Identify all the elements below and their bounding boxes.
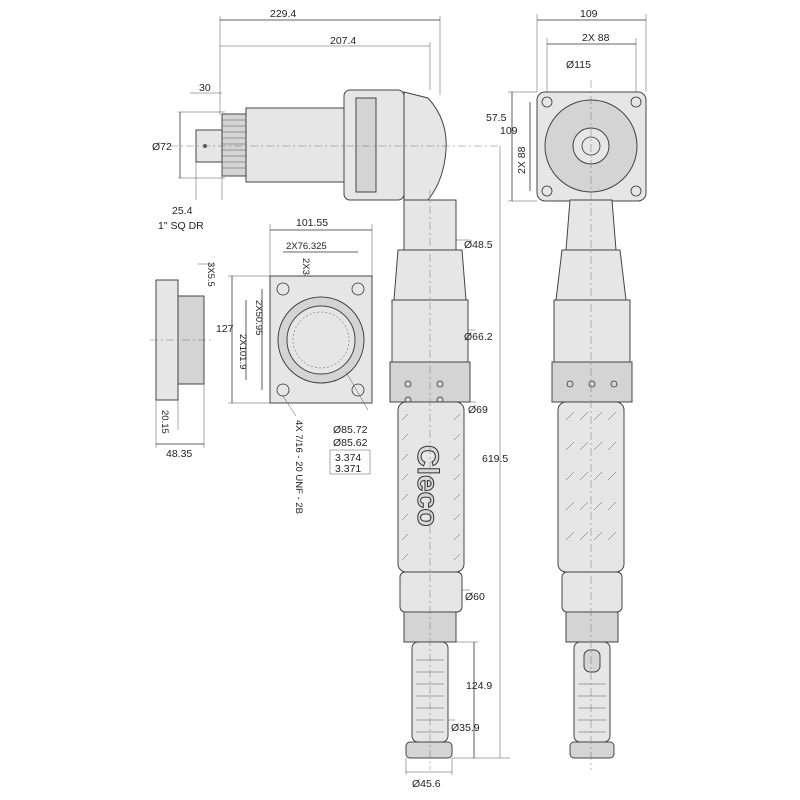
dim-side-depth: 48.35 xyxy=(166,448,192,460)
dim-pilot-in-2: 3.371 xyxy=(335,463,361,475)
dim-body-dia: Ø66.2 xyxy=(464,331,493,343)
side-view-body: Cleco Ø48.5 Ø66.2 Ø69 Ø60 Ø35.9 Ø45.6 61… xyxy=(389,146,510,790)
dim-flange-height: 127 xyxy=(216,323,234,335)
thread-callout: 4X 7/16 - 20 UNF - 2B xyxy=(293,420,304,514)
dim-bolt-y-outer: 2X50.95 xyxy=(253,300,264,335)
dim-pilot-in-1: 3.374 xyxy=(335,452,361,464)
dim-collar-dia: Ø69 xyxy=(468,404,488,416)
dim-head-to-center: 207.4 xyxy=(330,35,356,47)
square-drive-label: 1" SQ DR xyxy=(158,220,204,232)
end-cap xyxy=(405,741,453,759)
dim-handle-length: 124.9 xyxy=(466,680,492,692)
dim-pilot-dia-2: Ø85.62 xyxy=(333,437,368,449)
spline xyxy=(292,311,350,369)
dim-end-dia: Ø45.6 xyxy=(412,778,441,790)
head-nose xyxy=(403,91,447,201)
dim-head-dia: Ø115 xyxy=(566,59,591,71)
grip-texture xyxy=(401,413,461,561)
dim-head-top: 57.5 xyxy=(486,112,507,124)
dim-head-height: 109 xyxy=(500,125,518,137)
dim-side-thickness: 20.15 xyxy=(159,410,170,434)
dim-pilot-dia-1: Ø85.72 xyxy=(333,424,368,436)
dim-grip-dia: Ø60 xyxy=(465,591,485,603)
knurled-ring xyxy=(221,113,247,177)
flange-detail: 101.55 2X76.325 2X38.165 127 2X50.95 2X1… xyxy=(150,217,373,514)
dim-head-width: 109 xyxy=(580,8,598,20)
dim-flange-width: 101.55 xyxy=(296,217,328,229)
front-view: 109 2X 88 Ø115 57.5 109 2X 88 xyxy=(486,8,647,770)
dim-head-bolt-spacing-h: 2X 88 xyxy=(582,32,610,44)
dim-handle-dia: Ø35.9 xyxy=(451,722,480,734)
dim-head-bolt-spacing-v: 2X 88 xyxy=(516,146,528,174)
dim-bolt-y-inner: 2X101.9 xyxy=(237,334,248,369)
dim-drive-offset: 30 xyxy=(199,82,211,94)
top-dimensions: 229.4 207.4 30 xyxy=(190,8,441,115)
angle-head-housing xyxy=(245,107,351,183)
dim-overall-length: 229.4 xyxy=(270,8,296,20)
brand-logo: Cleco xyxy=(411,445,444,527)
side-view-head: Ø72 25.4 1" SQ DR xyxy=(152,89,500,232)
dim-side-slot: 3X5.5 xyxy=(205,262,216,287)
dim-total-length: 619.5 xyxy=(482,453,508,465)
dim-bolt-x-outer: 2X76.325 xyxy=(286,241,327,252)
dim-drive-dia: Ø72 xyxy=(152,141,172,153)
grip-end xyxy=(399,571,463,613)
dim-neck-dia: Ø48.5 xyxy=(464,239,493,251)
dim-square-drive: 25.4 xyxy=(172,205,193,217)
